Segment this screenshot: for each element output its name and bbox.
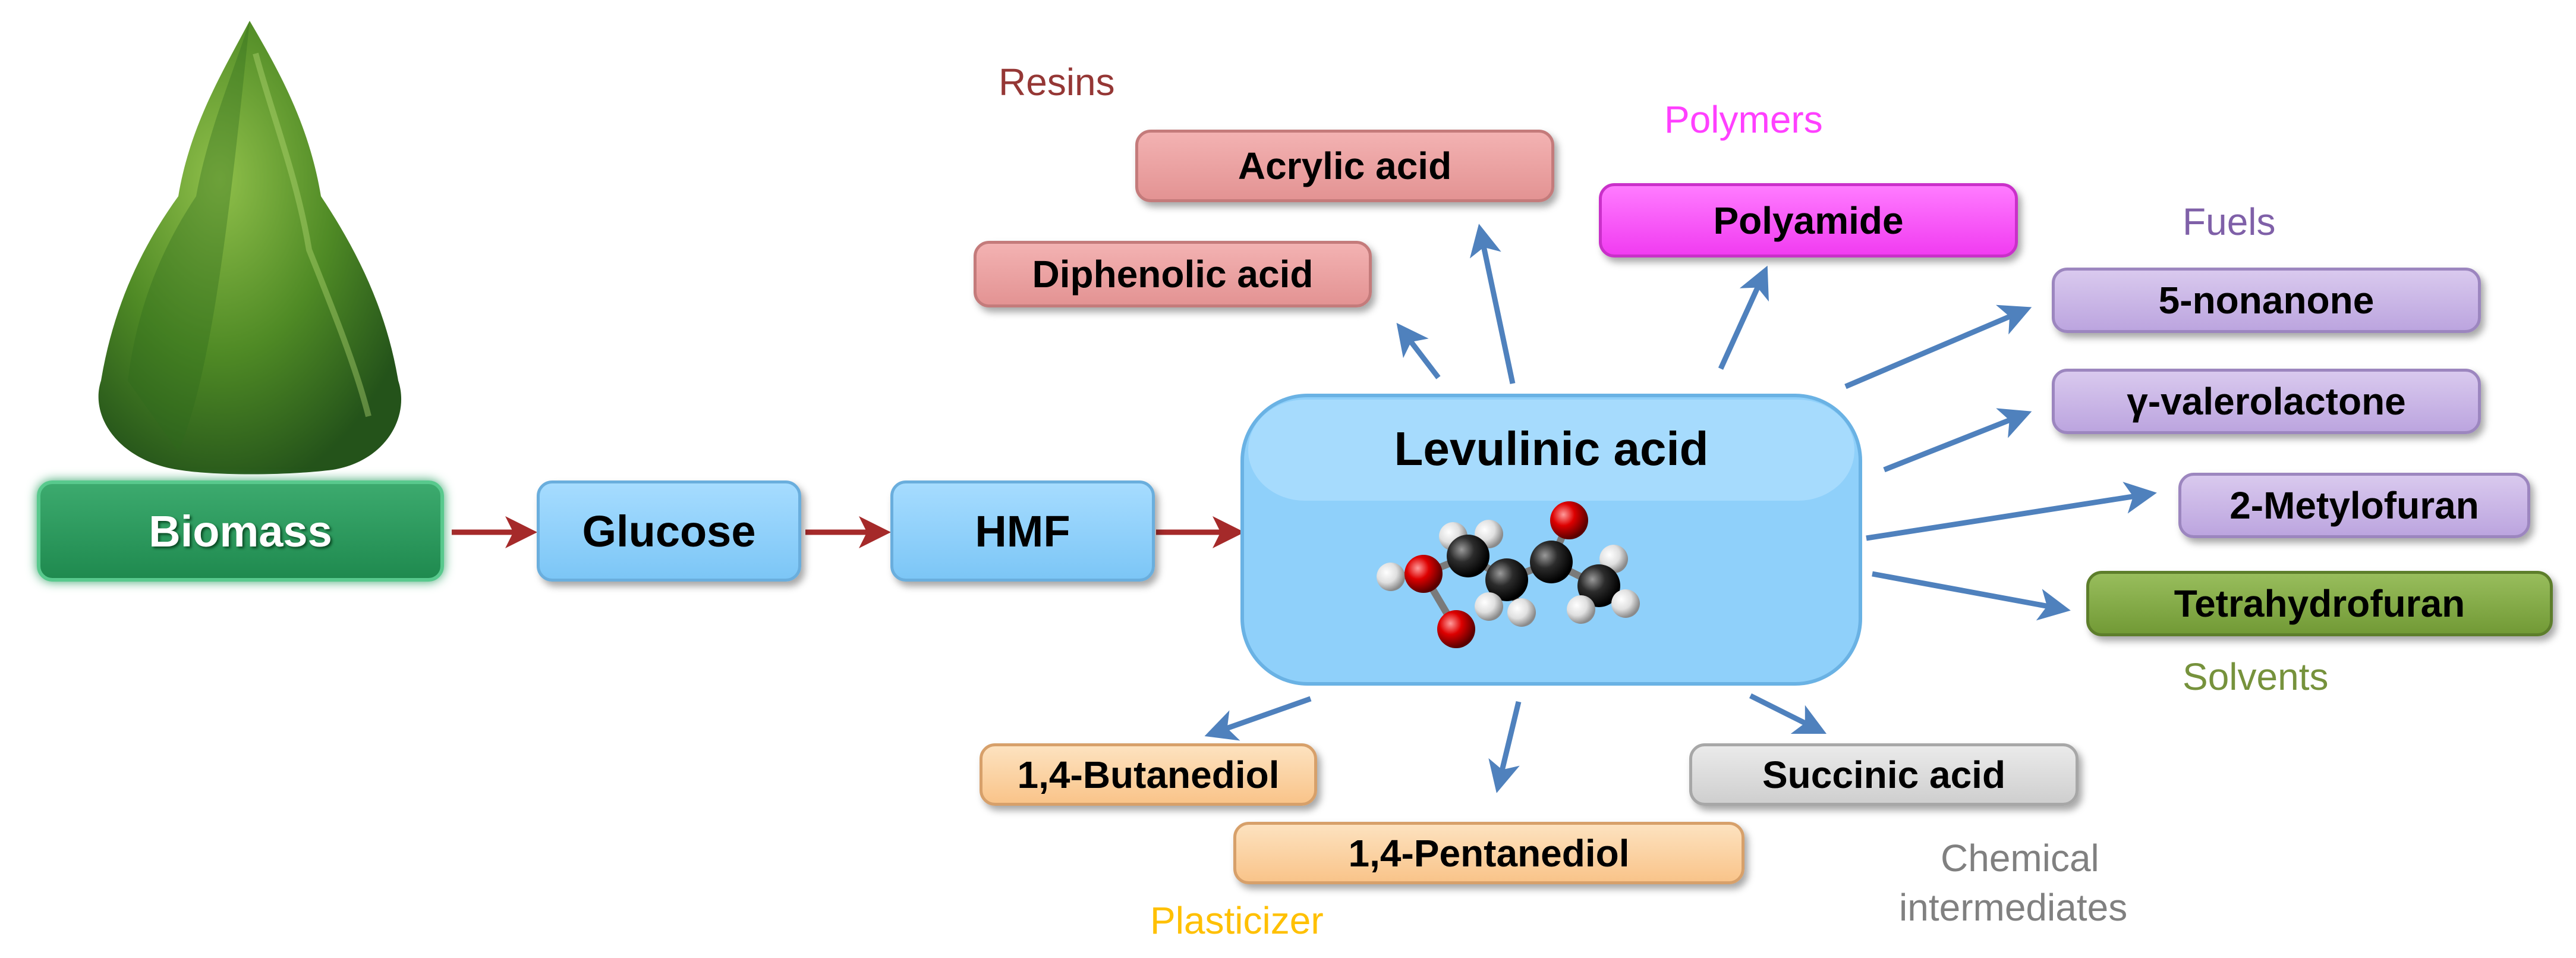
levulinic-acid-label: Levulinic acid: [1394, 422, 1709, 475]
pentanediol-box: 1,4-Pentanediol: [1233, 822, 1744, 884]
arrow-to-thf: [1872, 571, 2071, 621]
nonanone-box: 5-nonanone: [2052, 268, 2481, 333]
category-resins: Resins: [999, 61, 1115, 103]
arrow-to-butanediol: [1204, 696, 1312, 741]
category-chemical-line1: Chemical: [1941, 837, 2099, 880]
tetrahydrofuran-box: Tetrahydrofuran: [2086, 571, 2553, 636]
arrow-to-succinic: [1749, 693, 1827, 734]
category-fuels: Fuels: [2183, 200, 2276, 243]
branch-arrows: [1204, 224, 2157, 793]
category-solvents: Solvents: [2183, 655, 2329, 698]
polyamide-box: Polyamide: [1599, 183, 2018, 257]
butanediol-box: 1,4-Butanediol: [980, 743, 1317, 806]
arrow-to-nonanone: [1844, 304, 2032, 390]
acrylic-acid-box: Acrylic acid: [1135, 130, 1554, 202]
arrow-to-diphenolic: [1396, 322, 1441, 379]
tree-image: [98, 21, 402, 475]
arrow-to-acrylic: [1469, 224, 1516, 384]
glucose-box: Glucose: [537, 480, 801, 582]
gamma-valerolactone-box: γ-valerolactone: [2052, 369, 2481, 434]
arrow-to-metylofuran: [1866, 482, 2157, 541]
category-chemical-line2: intermediates: [1899, 886, 2128, 929]
arrow-to-pentanediol: [1488, 701, 1522, 793]
category-plasticizer: Plasticizer: [1150, 899, 1324, 942]
metylofuran-box: 2-Metylofuran: [2178, 473, 2530, 538]
arrow-to-gvl: [1883, 408, 2032, 473]
diphenolic-acid-box: Diphenolic acid: [974, 241, 1372, 307]
succinic-acid-box: Succinic acid: [1689, 743, 2079, 806]
hmf-box: HMF: [890, 480, 1155, 582]
levulinic-acid-molecule-model: [1377, 501, 1640, 648]
biomass-box: Biomass: [37, 480, 444, 582]
arrow-to-polyamide: [1718, 265, 1769, 370]
category-polymers: Polymers: [1664, 98, 1823, 141]
